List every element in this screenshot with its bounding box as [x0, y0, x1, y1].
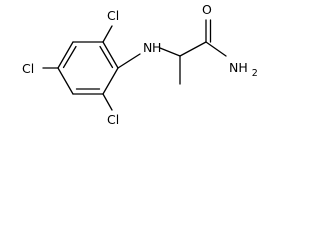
- ring-bond-c4-c5: [57, 67, 74, 95]
- amine-nitrogen-label: N: [143, 40, 152, 55]
- chlorine-bottom-label: Cl: [107, 112, 119, 127]
- amide-nh-text: NH: [229, 60, 248, 75]
- ring-bond-c3-c4: [57, 41, 74, 69]
- ring-double-bond-c1-c2: [99, 45, 114, 69]
- bond-ring-to-nitrogen: [117, 53, 141, 69]
- ring-bond-c6-c1: [102, 67, 119, 95]
- bond-ring-to-chlorine-top: [102, 25, 113, 43]
- ring-double-bond-c3-c4: [62, 45, 77, 69]
- amide-nh2-label: NH 2: [229, 60, 258, 79]
- amide-nh2-subscript: 2: [252, 68, 258, 79]
- benzene-ring: [57, 41, 119, 95]
- bond-alpha-carbon-to-carbonyl: [179, 41, 207, 57]
- bond-nitrogen-to-alpha-carbon: [159, 47, 181, 57]
- chemical-structure-diagram: Cl Cl Cl N H O NH 2: [22, 2, 258, 127]
- bond-carbonyl-to-amide-nitrogen: [205, 41, 227, 57]
- chlorine-left-label: Cl: [22, 61, 34, 76]
- amine-hydrogen-label: H: [152, 40, 161, 55]
- ring-bond-c1-c2: [102, 41, 119, 69]
- chlorine-top-label: Cl: [107, 8, 119, 23]
- carbonyl-oxygen-label: O: [202, 2, 212, 17]
- bond-ring-to-chlorine-bottom: [102, 93, 113, 111]
